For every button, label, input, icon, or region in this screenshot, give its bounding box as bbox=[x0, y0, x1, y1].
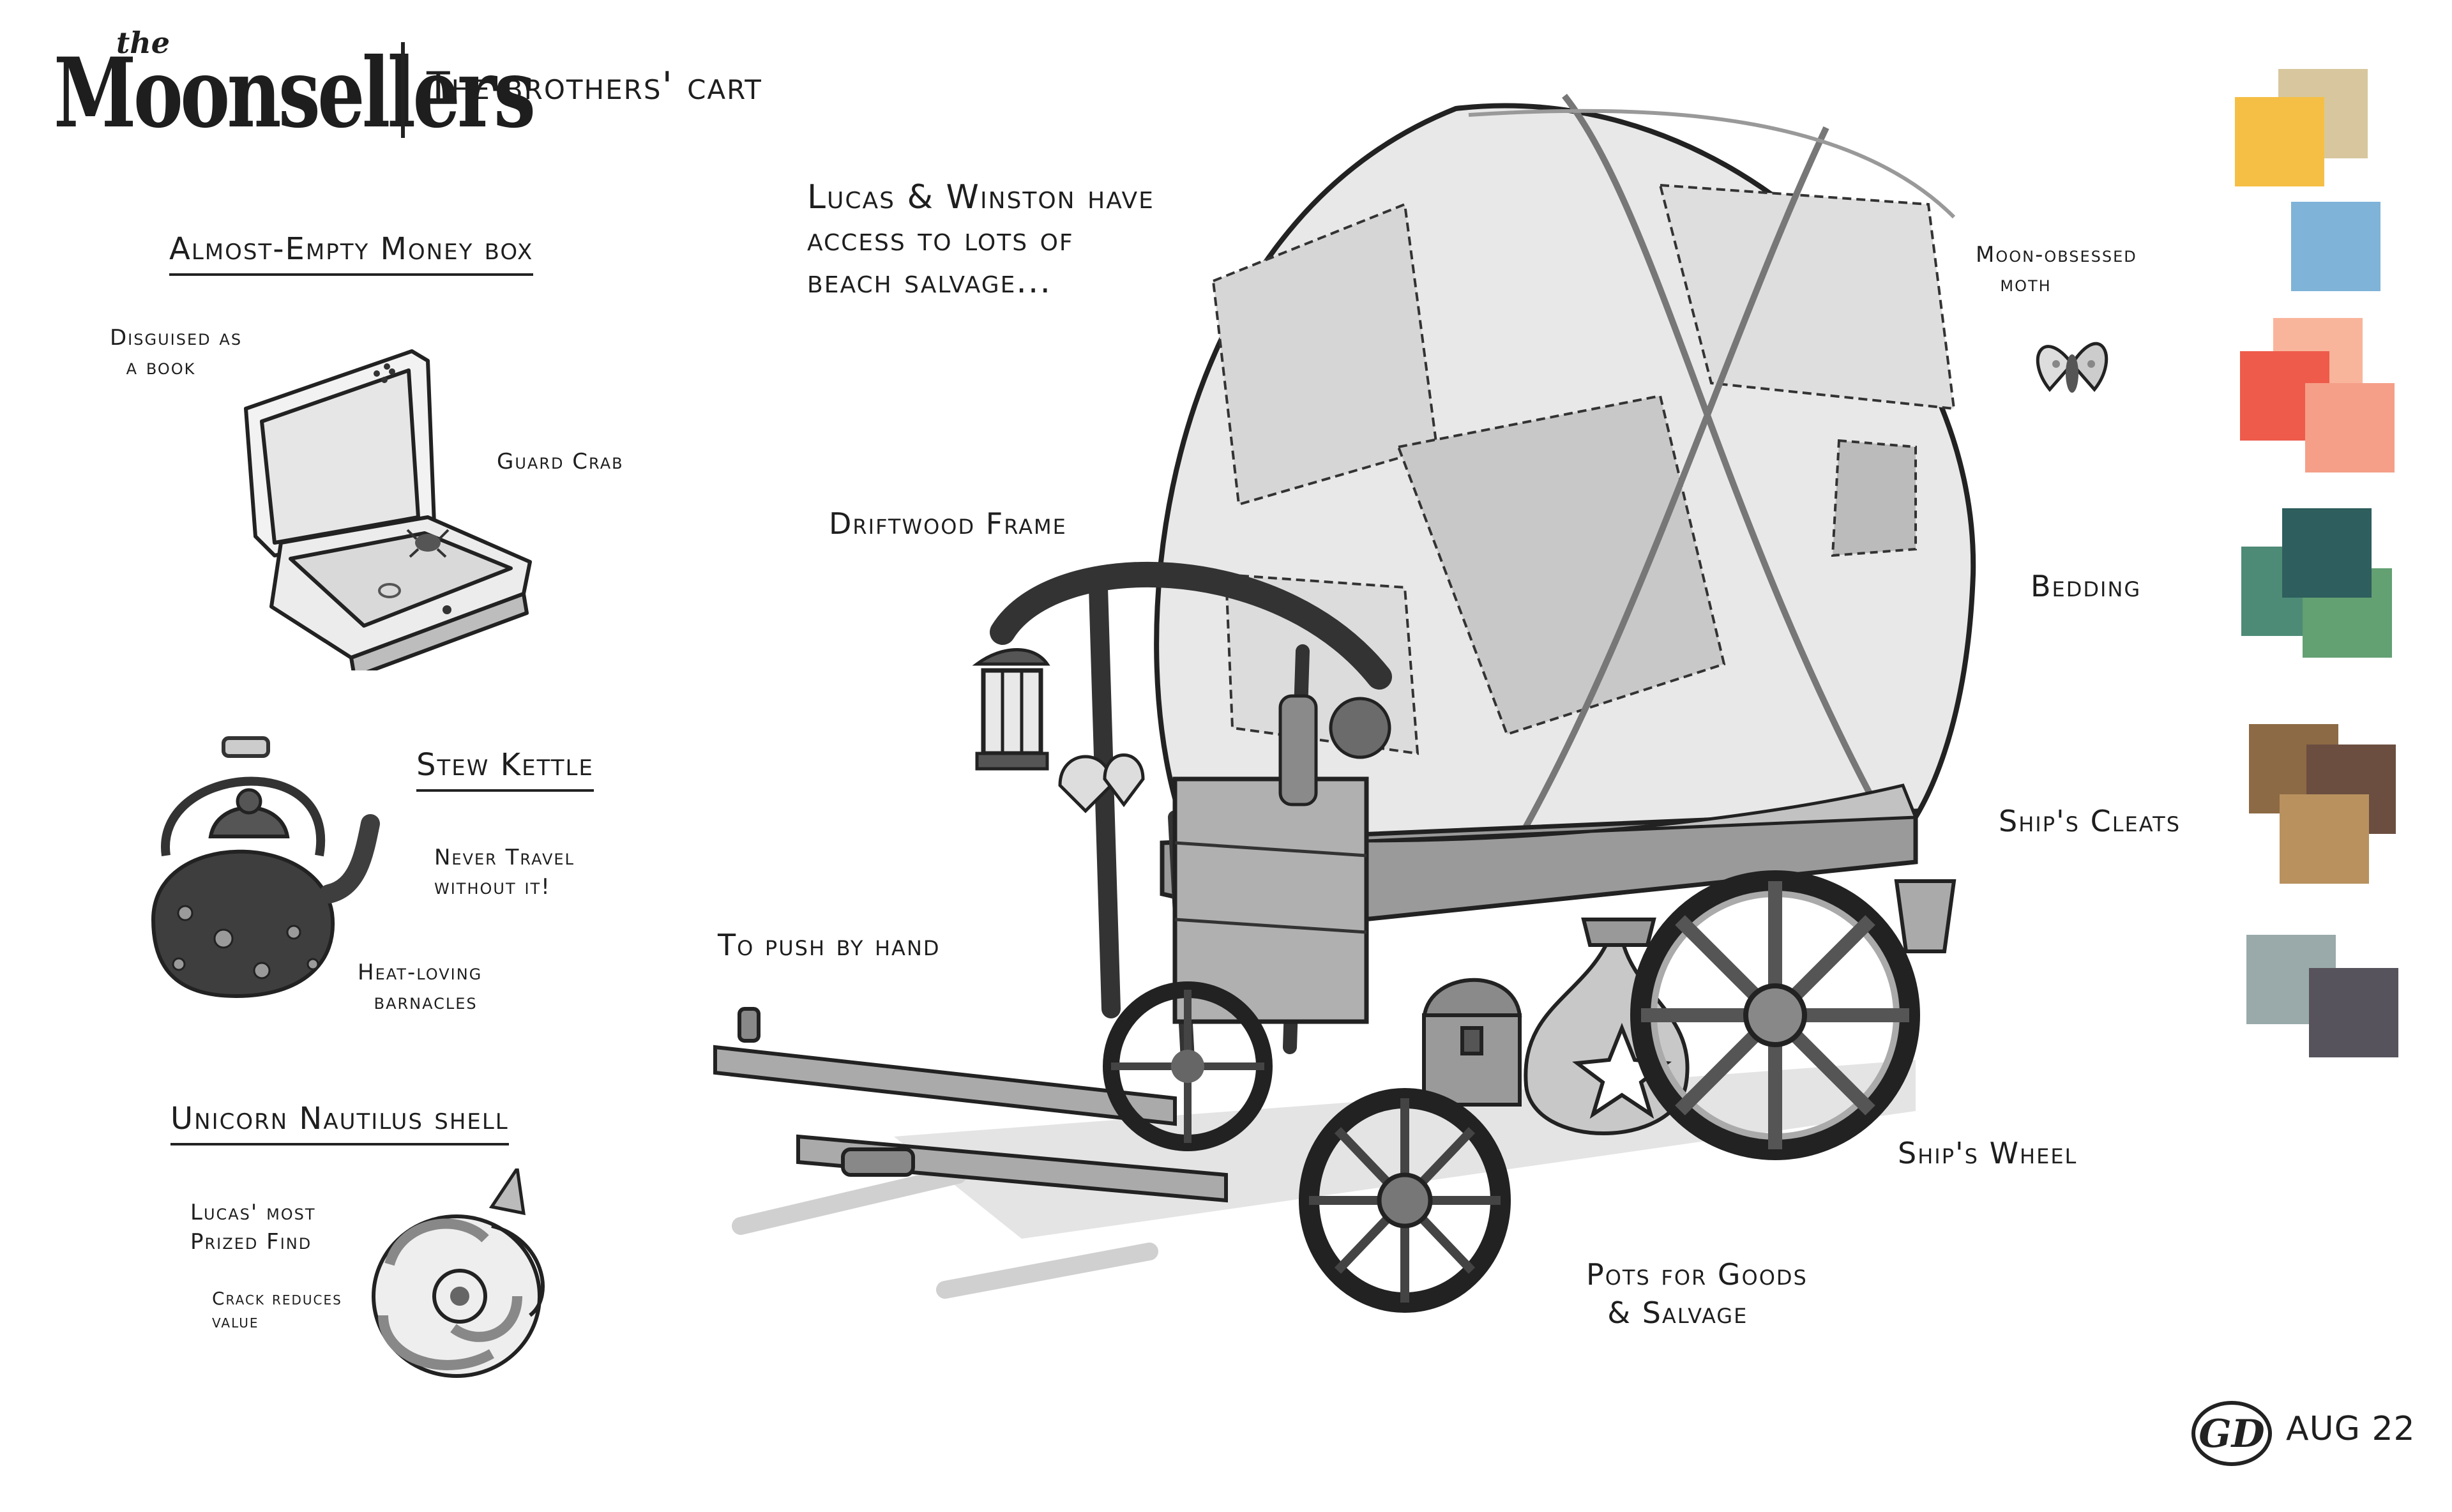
front-wheel-icon bbox=[1299, 1088, 1511, 1313]
money-box-illustration bbox=[244, 349, 532, 670]
date-label: AUG 22 bbox=[2286, 1410, 2416, 1448]
crab-icon bbox=[406, 529, 450, 558]
money-box-title: Almost-Empty Money box bbox=[169, 231, 534, 276]
label-bedding: Bedding bbox=[2031, 569, 2142, 603]
logo-moonsellers: Moonsellers bbox=[54, 37, 536, 149]
page-subtitle: The brothers' cart bbox=[427, 64, 762, 109]
label-moth: Moon-obsessed moth bbox=[1976, 242, 2137, 297]
label-driftwood-frame: Driftwood Frame bbox=[829, 506, 1067, 541]
artist-signature-logo: GD bbox=[2191, 1401, 2272, 1466]
logo-the: the bbox=[116, 26, 170, 60]
canopy bbox=[1154, 93, 1976, 883]
label-ships-wheel: Ship's Wheel bbox=[1898, 1136, 2078, 1170]
label-push-by-hand: To push by hand bbox=[718, 928, 941, 962]
note-barnacles: Heat-loving barnacles bbox=[358, 960, 483, 1015]
cart-illustration bbox=[713, 93, 1976, 1313]
swatch-charcoal bbox=[2309, 968, 2398, 1057]
note-crack: Crack reduces value bbox=[212, 1288, 342, 1332]
ships-wheel-icon bbox=[1630, 870, 1920, 1160]
nautilus-shell-illustration bbox=[372, 1168, 545, 1378]
wheel-icon bbox=[1103, 981, 1273, 1151]
note-guard-crab: Guard Crab bbox=[497, 449, 624, 474]
hanging-shells-icon bbox=[1058, 753, 1145, 813]
lantern-icon bbox=[972, 648, 1050, 771]
swatch-dark-teal bbox=[2282, 508, 2372, 598]
bucket-icon bbox=[1894, 879, 1956, 953]
moth-icon bbox=[2036, 342, 2108, 393]
signature-text: GD bbox=[2198, 1412, 2264, 1456]
label-pots: Pots for Goods & Salvage bbox=[1586, 1257, 1808, 1330]
label-ships-cleats: Ship's Cleats bbox=[1999, 804, 2181, 838]
cart-intro-note: Lucas & Winston have access to lots of b… bbox=[807, 178, 1154, 301]
note-prized-find: Lucas' most Prized Find bbox=[190, 1200, 316, 1255]
push-handle bbox=[713, 1007, 1228, 1203]
note-never-travel: Never Travel without it! bbox=[434, 845, 575, 900]
treasure-chest-icon bbox=[1421, 978, 1522, 1107]
nautilus-title: Unicorn Nautilus shell bbox=[170, 1101, 509, 1145]
swatch-blue bbox=[2291, 202, 2380, 291]
swatch-yellow bbox=[2235, 97, 2324, 186]
title-divider bbox=[401, 42, 405, 138]
swatch-tan bbox=[2280, 794, 2369, 884]
kettle-illustration bbox=[151, 736, 380, 999]
swatch-salmon bbox=[2305, 383, 2395, 472]
kettle-title: Stew Kettle bbox=[416, 747, 594, 792]
note-disguised: Disguised as a book bbox=[110, 325, 243, 380]
